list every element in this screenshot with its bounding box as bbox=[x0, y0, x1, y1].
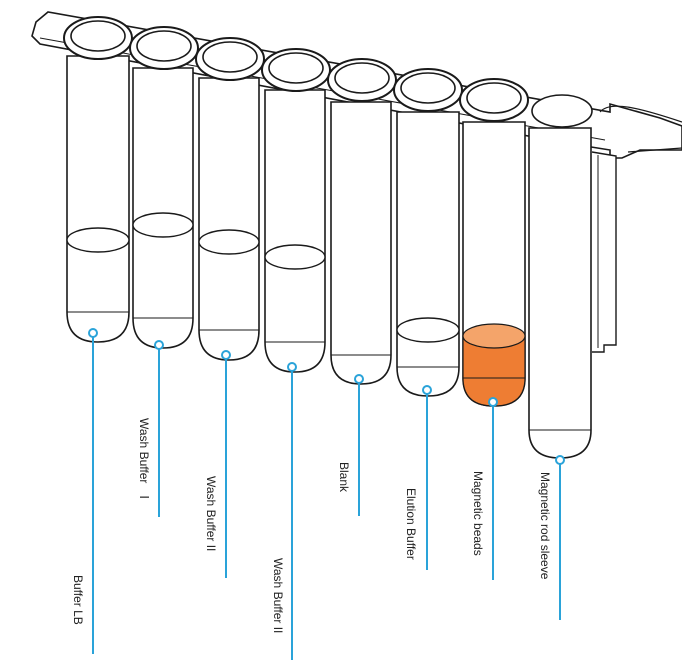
tube-2 bbox=[132, 67, 194, 349]
leader-elution-buffer bbox=[422, 385, 432, 570]
cap-1 bbox=[63, 16, 133, 60]
tube-7 bbox=[462, 121, 526, 407]
label-blank: Blank bbox=[337, 462, 351, 493]
tube-5 bbox=[330, 101, 392, 385]
label-magnetic-beads: Magnetic beads bbox=[471, 471, 485, 556]
support-fin bbox=[591, 151, 617, 353]
label-wash-buffer-2b: Wash Buffer II bbox=[271, 558, 285, 633]
cap-6 bbox=[393, 68, 463, 112]
leader-magnetic-beads bbox=[488, 397, 498, 580]
cap-4 bbox=[261, 48, 331, 92]
cap-5 bbox=[327, 58, 397, 102]
label-buffer-lb: Buffer LB bbox=[71, 575, 85, 625]
strip-handle bbox=[599, 105, 682, 153]
label-wash-buffer-1: Wash Buffer Ⅰ bbox=[137, 418, 151, 499]
liquid-surface bbox=[264, 244, 326, 270]
leader-wash-buffer-2a bbox=[221, 350, 231, 578]
cap-8 bbox=[531, 94, 593, 128]
tube-1 bbox=[66, 55, 130, 343]
label-wash-buffer-2a: Wash Buffer II bbox=[204, 476, 218, 551]
leader-wash-buffer-1 bbox=[154, 340, 164, 517]
rod-sleeve-tube bbox=[528, 127, 592, 459]
tube-6 bbox=[396, 111, 460, 397]
liquid-surface bbox=[132, 212, 194, 238]
leader-magnetic-rod-sleeve bbox=[555, 455, 565, 620]
tube-4 bbox=[264, 89, 326, 373]
label-elution-buffer: Elution Buffer bbox=[404, 488, 418, 560]
label-magnetic-rod-sleeve: Magnetic rod sleeve bbox=[538, 472, 552, 580]
liquid-surface bbox=[396, 317, 460, 343]
liquid-surface bbox=[198, 229, 260, 255]
tube-3 bbox=[198, 77, 260, 361]
leader-blank bbox=[354, 374, 364, 516]
cap-3 bbox=[195, 37, 265, 81]
liquid-surface bbox=[66, 227, 130, 253]
leader-lines bbox=[88, 328, 565, 660]
beads-surface bbox=[462, 323, 526, 349]
cap-7 bbox=[459, 78, 529, 122]
leader-buffer-lb bbox=[88, 328, 98, 654]
tube-caps bbox=[63, 16, 593, 128]
cap-2 bbox=[129, 26, 199, 70]
leader-wash-buffer-2b bbox=[287, 362, 297, 660]
